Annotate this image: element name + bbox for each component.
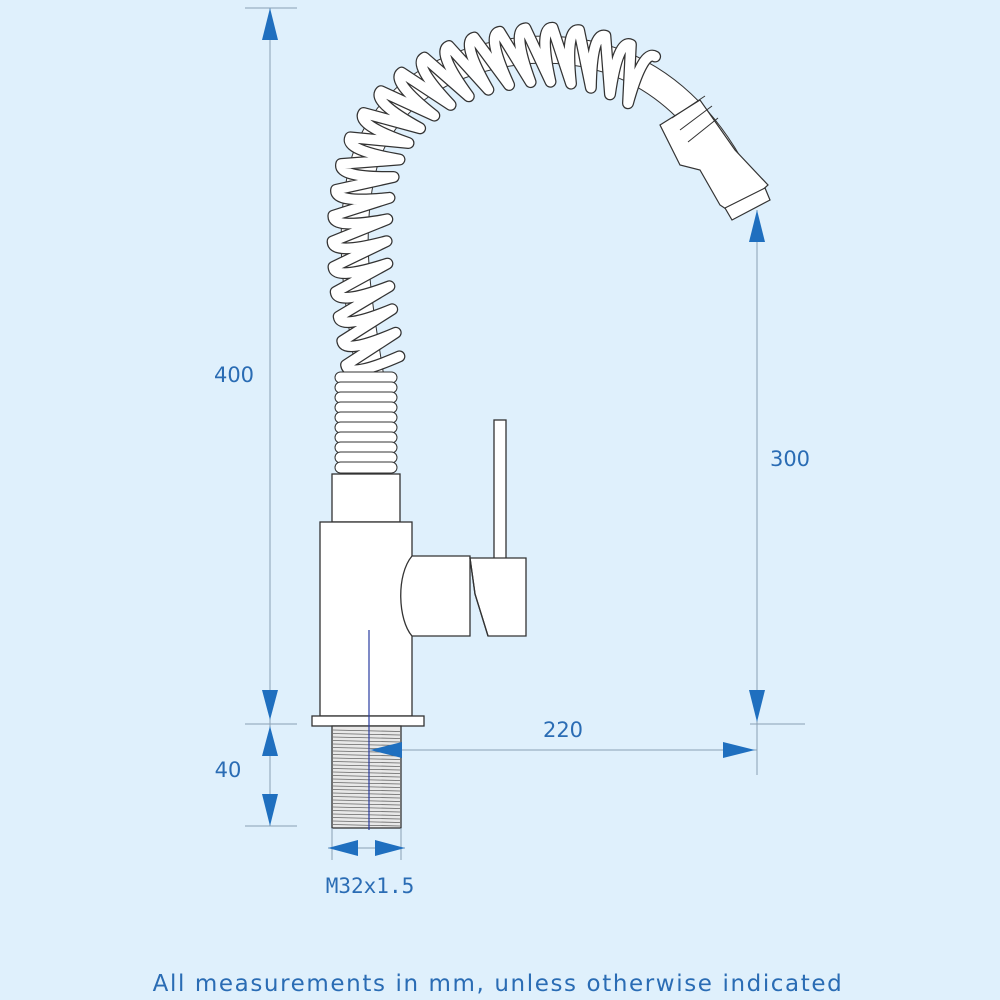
hose-coil-ring: [334, 411, 398, 424]
thread-line: [332, 754, 401, 757]
thread-line: [332, 796, 401, 799]
thread-line: [332, 764, 401, 767]
lever-handle: [493, 419, 507, 561]
arrow-down-icon: [262, 690, 278, 720]
thread-line: [332, 740, 401, 743]
handle-block: [469, 557, 527, 637]
thread-line: [332, 775, 401, 778]
thread-line: [332, 824, 401, 827]
dimension-lines: [245, 7, 805, 860]
hose-coil-ring: [334, 461, 398, 474]
overall-height-label: 400: [214, 363, 254, 387]
thread-line: [332, 820, 401, 823]
collar: [331, 473, 401, 523]
hose-coil-ring: [334, 421, 398, 434]
spring-spout: [326, 21, 748, 378]
spring-coil: [327, 23, 660, 375]
dimension-arrows: [262, 8, 765, 856]
thread-line: [332, 817, 401, 820]
spray-head: [659, 95, 771, 221]
thread-line: [332, 761, 401, 764]
arrow-down-icon: [749, 690, 765, 722]
thread-line: [332, 778, 401, 781]
thread-line: [332, 789, 401, 792]
arrow-down-icon: [262, 794, 278, 826]
arrow-right-icon: [375, 840, 405, 856]
thread-size-label: M32x1.5: [326, 874, 415, 898]
reach-label: 220: [543, 718, 583, 742]
hose-coil-ring: [334, 381, 398, 394]
thread-line: [332, 813, 401, 816]
thread-line: [332, 792, 401, 795]
arrow-left-icon: [370, 742, 402, 758]
base-plate: [311, 715, 425, 727]
arrow-right-icon: [723, 742, 755, 758]
thread-line: [332, 743, 401, 746]
main-body: [319, 521, 413, 717]
hose-coil-ring: [334, 391, 398, 404]
arrow-up-icon: [749, 210, 765, 242]
thread-line: [332, 729, 401, 732]
hose-coil-ring: [334, 441, 398, 454]
footer-note: All measurements in mm, unless otherwise…: [153, 971, 844, 997]
hose-coil-ring: [334, 371, 398, 384]
hose-coil-ring: [334, 401, 398, 414]
arrow-up-icon: [262, 726, 278, 756]
spout-height-label: 300: [770, 447, 810, 471]
thread-line: [332, 757, 401, 760]
thread-line: [332, 799, 401, 802]
thread-line: [332, 736, 401, 739]
thread-line: [332, 806, 401, 809]
thread-line: [332, 803, 401, 806]
thread-line: [332, 733, 401, 736]
thread-line: [332, 768, 401, 771]
arrow-up-icon: [262, 8, 278, 40]
side-boss: [400, 555, 471, 637]
thread-line: [332, 782, 401, 785]
arrow-left-icon: [328, 840, 358, 856]
thread-line: [332, 810, 401, 813]
hose-coil-ring: [334, 431, 398, 444]
lower-hose-coils: [334, 371, 398, 474]
hose-coil-ring: [334, 451, 398, 464]
thread-line: [332, 771, 401, 774]
thread-line: [332, 785, 401, 788]
thread-length-label: 40: [215, 758, 242, 782]
tap-body: [311, 419, 527, 829]
